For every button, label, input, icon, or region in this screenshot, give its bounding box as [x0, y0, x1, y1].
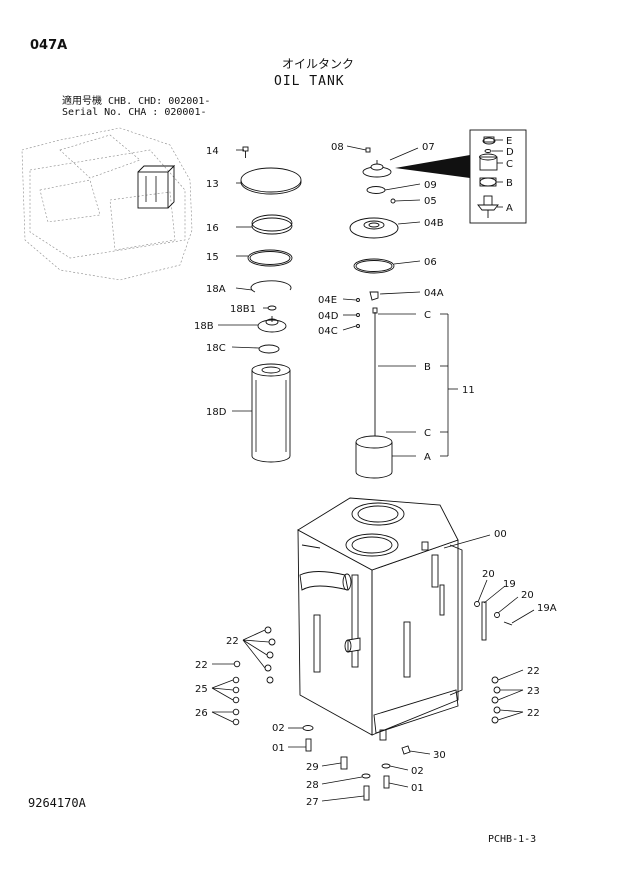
callout-30: 30 [433, 750, 446, 761]
applicability-line-1: 適用号機 CHB. CHD: 002001- [62, 96, 211, 107]
callout-23: 23 [527, 686, 540, 697]
callout-22-d: 22 [527, 708, 540, 719]
callout-27: 27 [306, 797, 319, 808]
callout-labels: 14 13 16 15 18A 18B1 18B 18C 18D 08 07 0… [194, 136, 557, 808]
callout-float-a: A [424, 452, 431, 463]
callout-13: 13 [206, 179, 219, 190]
callout-09: 09 [424, 180, 437, 191]
callout-07: 07 [422, 142, 435, 153]
callout-18a: 18A [206, 284, 226, 295]
title-japanese: オイルタンク [282, 57, 355, 71]
excavator-location-sketch [21, 127, 193, 281]
callout-20-a: 20 [482, 569, 495, 580]
callout-22-a: 22 [226, 636, 239, 647]
callout-04b: 04B [424, 218, 444, 229]
callout-18d: 18D [206, 407, 227, 418]
oil-tank-body [297, 497, 491, 736]
detail-callout-e: E [506, 136, 512, 147]
tank-hardware [211, 579, 535, 802]
callout-15: 15 [206, 252, 219, 263]
callout-20-b: 20 [521, 590, 534, 601]
tank-highlight-icon [137, 171, 169, 209]
callout-rod-b: B [424, 362, 431, 373]
callout-02-b: 02 [411, 766, 424, 777]
callout-16: 16 [206, 223, 219, 234]
callout-22-c: 22 [527, 666, 540, 677]
page-code: 047A [30, 38, 68, 53]
sheet-reference: PCHB-1-3 [488, 834, 537, 845]
callout-18b: 18B [194, 321, 214, 332]
callout-04d: 04D [318, 311, 339, 322]
callout-04c: 04C [318, 326, 338, 337]
callout-rod-c-bottom: C [424, 428, 431, 439]
callout-22-b: 22 [195, 660, 208, 671]
callout-19a: 19A [537, 603, 557, 614]
callout-11: 11 [462, 385, 475, 396]
callout-01-a: 01 [272, 743, 285, 754]
callout-19: 19 [503, 579, 516, 590]
callout-rod-c-top: C [424, 310, 431, 321]
applicability-line-2: Serial No. CHA : 020001- [62, 107, 207, 118]
callout-25: 25 [195, 684, 208, 695]
callout-02-a: 02 [272, 723, 285, 734]
breather-detail-box [395, 129, 527, 224]
breather-assembly [342, 145, 458, 479]
callout-06: 06 [424, 257, 437, 268]
callout-04e: 04E [318, 295, 337, 306]
callout-01-b: 01 [411, 783, 424, 794]
callout-28: 28 [306, 780, 319, 791]
callout-29: 29 [306, 762, 319, 773]
detail-callout-c: C [506, 159, 513, 170]
detail-callout-d: D [506, 147, 514, 158]
drawing-number: 9264170A [28, 796, 86, 810]
title-english: OIL TANK [274, 74, 345, 89]
callout-05: 05 [424, 196, 437, 207]
callout-18b1: 18B1 [230, 304, 256, 315]
callout-26: 26 [195, 708, 208, 719]
callout-18c: 18C [206, 343, 226, 354]
callout-14: 14 [206, 146, 219, 157]
callout-04a: 04A [424, 288, 444, 299]
detail-callout-a: A [506, 203, 513, 214]
callout-00: 00 [494, 529, 507, 540]
detail-callout-b: B [506, 178, 513, 189]
filter-assembly [218, 146, 302, 463]
callout-08: 08 [331, 142, 344, 153]
